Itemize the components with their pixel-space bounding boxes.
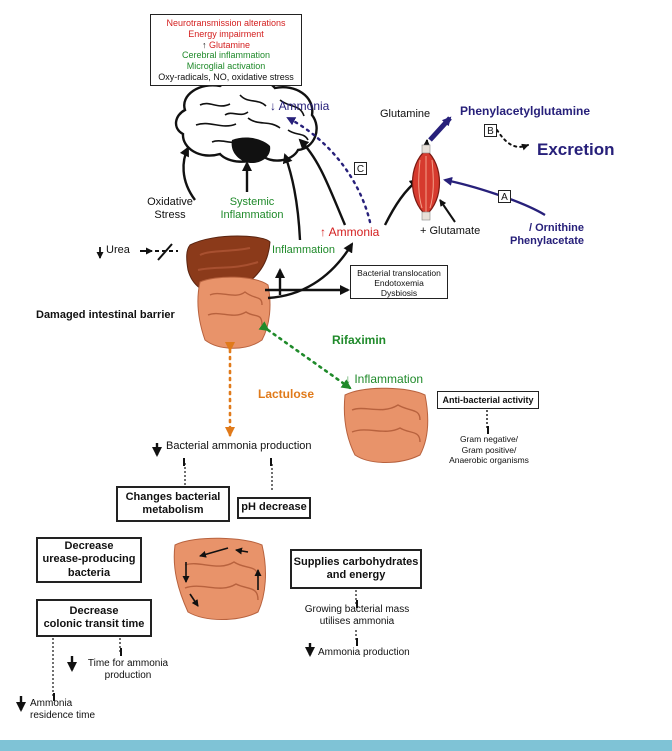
growing-mass-label: Growing bacterial mass utilises ammonia — [304, 604, 410, 627]
pag-label: Phenylacetylglutamine — [460, 104, 591, 118]
box-b: B — [484, 124, 497, 137]
ammonia-production-label: Ammonia production — [318, 647, 410, 658]
organisms-label: Gram negative/ Gram positive/ Anaerobic … — [449, 434, 529, 466]
intestine-icon — [173, 537, 266, 620]
intestine-icon — [343, 387, 429, 463]
lactulose-label: Lactulose — [258, 387, 315, 401]
decrease-transit-box: Decrease colonic transit time — [36, 599, 152, 637]
ph-decrease-box: pH decrease — [237, 497, 311, 519]
glutamate-label: + Glutamate — [420, 225, 481, 237]
inflammation-right-label: ↓ Inflammation — [345, 372, 424, 386]
effect-line: Cerebral inflammation — [181, 50, 271, 61]
damaged-barrier-label: Damaged intestinal barrier — [36, 309, 175, 321]
effect-line: Oxy-radicals, NO, oxidative stress — [158, 71, 294, 82]
supplies-carbs-box: Supplies carbohydrates and energy — [290, 549, 422, 589]
ornithine-phenylacetate-label: / Ornithine Phenylacetate — [510, 222, 584, 247]
systemic-inflammation-label: Systemic Inflammation — [220, 196, 284, 221]
changes-metabolism-box: Changes bacterial metabolism — [116, 486, 230, 522]
translocation-box: Bacterial translocation Endotoxemia Dysb… — [350, 265, 448, 299]
effect-line: Neurotransmission alterations — [166, 18, 286, 28]
inflammation-mid-label: Inflammation — [272, 244, 335, 256]
rifaximin-label: Rifaximin — [332, 333, 387, 347]
intestine-icon — [197, 276, 271, 349]
footer-bar — [0, 740, 672, 751]
oxidative-stress-label: Oxidative Stress — [147, 196, 193, 221]
glutamine-label: Glutamine — [380, 108, 431, 120]
down-arrow-icon: ↓ — [345, 372, 351, 386]
excretion-label: Excretion — [537, 140, 615, 159]
down-arrow-icon: ↓ — [270, 99, 276, 113]
effect-line: Energy impairment — [188, 28, 264, 39]
brain-icon — [174, 76, 318, 164]
residence-time-label: Ammonia residence time — [30, 698, 96, 721]
muscle-icon — [411, 144, 441, 221]
brain-ammonia-label: ↓ Ammonia — [270, 99, 330, 113]
up-arrow-icon: ↑ — [201, 39, 207, 50]
box-c: C — [354, 162, 367, 175]
brain-effects-box: Neurotransmission alterations Energy imp… — [150, 14, 302, 86]
bacterial-ammonia-label: Bacterial ammonia production — [166, 440, 312, 452]
effect-line: Microglial activation — [186, 61, 266, 72]
ammonia-mid-label: ↑ Ammonia — [320, 225, 380, 239]
box-a: A — [498, 190, 511, 203]
effect-line: ↑ Glutamine — [201, 39, 251, 50]
time-ammonia-label: Time for ammonia production — [87, 658, 169, 681]
up-arrow-icon: ↑ — [320, 225, 326, 239]
anti-bacterial-box: Anti-bacterial activity — [437, 391, 539, 409]
urea-label: Urea — [106, 244, 130, 256]
decrease-urease-box: Decrease urease-producing bacteria — [36, 537, 142, 583]
